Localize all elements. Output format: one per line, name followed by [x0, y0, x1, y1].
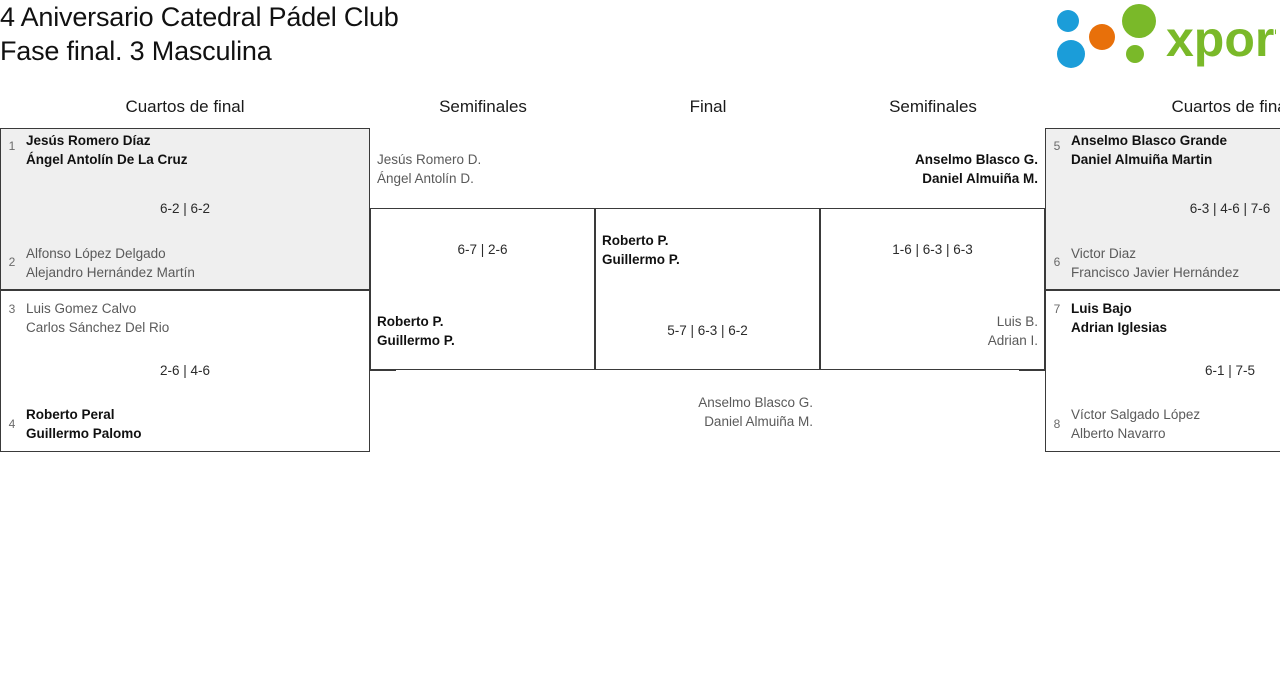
team-qf2-bottom-player1: Roberto Peral [26, 407, 115, 422]
team-qf3-bottom-player2: Francisco Javier Hernández [1071, 265, 1240, 280]
xporty-logo[interactable]: xporty [1046, 4, 1276, 68]
team-sf1-top-player1: Jesús Romero D. [377, 152, 482, 167]
score-sf2: 1-6 | 6-3 | 6-3 [892, 242, 973, 257]
team-qf3-top: Anselmo Blasco Grande Daniel Almuiña Mar… [1071, 131, 1227, 169]
team-final-top: Roberto P. Guillermo P. [602, 231, 680, 269]
match-box-final[interactable] [595, 208, 820, 370]
team-qf3-bottom: Victor Diaz Francisco Javier Hernández [1071, 244, 1239, 282]
team-qf2-bottom: Roberto Peral Guillermo Palomo [26, 405, 142, 443]
team-final-top-player2: Guillermo P. [602, 252, 680, 267]
logo-dot-blue-small [1057, 10, 1079, 32]
connector-qf4-to-sf2 [1019, 370, 1045, 371]
team-qf4-bottom: Víctor Salgado López Alberto Navarro [1071, 405, 1200, 443]
team-sf2-top: Anselmo Blasco G. Daniel Almuiña M. [820, 150, 1038, 188]
team-sf2-bottom-player1: Luis B. [996, 314, 1038, 329]
team-qf1-bottom-player2: Alejandro Hernández Martín [26, 265, 195, 280]
score-qf2: 2-6 | 4-6 [159, 363, 211, 378]
match-box-qf3[interactable] [1045, 128, 1280, 290]
match-box-qf2[interactable] [0, 290, 370, 452]
team-qf2-top: Luis Gomez Calvo Carlos Sánchez Del Rio [26, 299, 169, 337]
round-header-qf-right: Cuartos de final [1171, 97, 1280, 116]
match-box-qf1[interactable] [0, 128, 370, 290]
page-title: 4 Aniversario Catedral Pádel Club Fase f… [0, 0, 399, 68]
team-sf1-top: Jesús Romero D. Ángel Antolín D. [377, 150, 481, 188]
score-sf1: 6-7 | 2-6 [457, 242, 508, 257]
score-qf3: 6-3 | 4-6 | 7-6 [1189, 201, 1271, 216]
seed-qf2-top: 3 [8, 302, 16, 316]
match-box-sf2[interactable] [820, 208, 1045, 370]
team-sf2-top-player1: Anselmo Blasco G. [914, 152, 1038, 167]
seed-qf1-bottom: 2 [8, 255, 16, 269]
team-final-bottom-player2: Daniel Almuiña M. [704, 414, 813, 429]
team-qf2-top-player2: Carlos Sánchez Del Rio [26, 320, 170, 335]
score-qf1: 6-2 | 6-2 [159, 201, 211, 216]
team-final-bottom: Anselmo Blasco G. Daniel Almuiña M. [595, 393, 813, 431]
round-header-final: Final [689, 97, 727, 116]
team-qf4-bottom-player2: Alberto Navarro [1071, 426, 1166, 441]
title-line-1: 4 Aniversario Catedral Pádel Club [0, 2, 399, 32]
round-header-qf-left: Cuartos de final [125, 97, 245, 116]
team-sf1-bottom-player1: Roberto P. [377, 314, 444, 329]
match-box-qf4[interactable] [1045, 290, 1280, 452]
team-qf4-top-player1: Luis Bajo [1071, 301, 1132, 316]
team-qf1-bottom: Alfonso López Delgado Alejandro Hernánde… [26, 244, 195, 282]
seed-qf3-top: 5 [1053, 139, 1061, 153]
connector-qf1-to-sf1 [370, 208, 396, 209]
page-header: 4 Aniversario Catedral Pádel Club Fase f… [0, 0, 1280, 90]
team-qf2-top-player1: Luis Gomez Calvo [26, 301, 137, 316]
seed-qf3-bottom: 6 [1053, 255, 1061, 269]
team-qf3-bottom-player1: Victor Diaz [1071, 246, 1137, 261]
round-header-sf-right: Semifinales [889, 97, 977, 116]
team-qf4-top-player2: Adrian Iglesias [1071, 320, 1168, 335]
team-sf1-bottom: Roberto P. Guillermo P. [377, 312, 455, 350]
connector-qf3-to-sf2 [1019, 208, 1045, 209]
connector-qf2-to-sf1 [370, 370, 396, 371]
team-sf2-top-player2: Daniel Almuiña M. [922, 171, 1038, 186]
team-qf2-bottom-player2: Guillermo Palomo [26, 426, 142, 441]
score-final: 5-7 | 6-3 | 6-2 [667, 323, 748, 338]
team-qf4-bottom-player1: Víctor Salgado López [1071, 407, 1201, 422]
xporty-logo-svg: xporty [1057, 4, 1276, 68]
match-box-sf1[interactable] [370, 208, 595, 370]
team-qf1-top: Jesús Romero Díaz Ángel Antolín De La Cr… [26, 131, 188, 169]
seed-qf4-top: 7 [1053, 302, 1061, 316]
team-final-top-player1: Roberto P. [602, 233, 669, 248]
logo-dot-green-small [1126, 45, 1144, 63]
team-final-bottom-player1: Anselmo Blasco G. [698, 395, 813, 410]
team-qf1-bottom-player1: Alfonso López Delgado [26, 246, 166, 261]
team-sf1-top-player2: Ángel Antolín D. [377, 171, 474, 186]
logo-dot-orange [1089, 24, 1115, 50]
team-qf1-top-player1: Jesús Romero Díaz [26, 133, 151, 148]
team-qf1-top-player2: Ángel Antolín De La Cruz [26, 152, 188, 167]
round-header-sf-left: Semifinales [439, 97, 527, 116]
score-qf4: 6-1 | 7-5 [1204, 363, 1256, 378]
team-sf1-bottom-player2: Guillermo P. [377, 333, 455, 348]
team-qf3-top-player1: Anselmo Blasco Grande [1071, 133, 1228, 148]
seed-qf2-bottom: 4 [8, 417, 16, 431]
title-line-2: Fase final. 3 Masculina [0, 36, 272, 66]
seed-qf1-top: 1 [8, 139, 16, 153]
seed-qf4-bottom: 8 [1053, 417, 1061, 431]
team-sf2-bottom-player2: Adrian I. [987, 333, 1038, 348]
logo-wordmark: xporty [1166, 11, 1276, 67]
team-qf4-top: Luis Bajo Adrian Iglesias [1071, 299, 1167, 337]
team-sf2-bottom: Luis B. Adrian I. [820, 312, 1038, 350]
team-qf3-top-player2: Daniel Almuiña Martin [1071, 152, 1213, 167]
logo-dot-green-large [1122, 4, 1156, 38]
logo-dot-blue-large [1057, 40, 1085, 68]
